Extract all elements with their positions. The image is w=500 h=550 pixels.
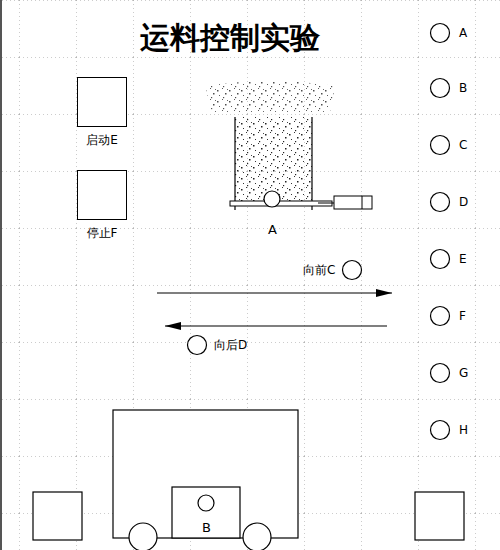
- valve-lamp: [264, 191, 280, 207]
- button-square: [77, 170, 127, 220]
- lamp-node: D: [429, 191, 468, 213]
- wheel: [243, 523, 271, 550]
- corner-box: [33, 492, 82, 540]
- lamp-circle: [186, 334, 208, 356]
- button-square: [77, 77, 127, 127]
- lamp-node: H: [429, 419, 468, 441]
- lamp-label: E: [459, 252, 467, 266]
- lamp-circle: [341, 259, 363, 281]
- backward-arrow: [165, 325, 387, 326]
- lamp-label: G: [459, 366, 468, 380]
- lamp-node: E: [429, 248, 467, 270]
- wheel: [129, 523, 157, 550]
- part-label: B: [202, 520, 211, 535]
- lamp-node: 向前C: [303, 259, 363, 281]
- lamp-circle: [429, 305, 451, 327]
- cart-hatch: [172, 487, 240, 538]
- lamp-circle: [429, 191, 451, 213]
- lamp-node: B: [429, 77, 467, 99]
- button-label: 停止F: [87, 226, 118, 240]
- lamp-label: A: [459, 26, 467, 40]
- button-label: 启动E: [86, 133, 118, 147]
- lamp-circle: [429, 419, 451, 441]
- lamp-node: C: [429, 134, 467, 156]
- cart-lamp: [198, 495, 214, 511]
- lamp-label: 向前C: [303, 263, 335, 277]
- lamp-circle: [429, 248, 451, 270]
- cart-body: [113, 410, 298, 538]
- lamp-node: 向后D: [186, 334, 247, 356]
- lamp-label: D: [459, 195, 468, 209]
- lamp-circle: [429, 362, 451, 384]
- lamp-label: H: [459, 423, 468, 437]
- button-box: 启动E: [77, 77, 127, 147]
- title: 运料控制实验: [140, 20, 320, 56]
- actuator: [334, 196, 372, 209]
- button-box: 停止F: [77, 170, 127, 240]
- lamp-circle: [429, 22, 451, 44]
- lamp-label: 向后D: [214, 338, 247, 352]
- corner-box: [415, 492, 464, 540]
- lamp-node: F: [429, 305, 466, 327]
- part-label: A: [268, 222, 277, 237]
- material-spray: [205, 81, 335, 112]
- lamp-label: F: [459, 309, 466, 323]
- lamp-node: G: [429, 362, 468, 384]
- lamp-circle: [429, 134, 451, 156]
- lamp-label: B: [459, 81, 467, 95]
- lamp-circle: [429, 77, 451, 99]
- hopper-material: [235, 117, 312, 207]
- forward-arrow: [157, 292, 392, 293]
- frame: [0, 0, 2, 550]
- valve-shaft: [230, 201, 332, 206]
- lamp-label: C: [459, 138, 467, 152]
- lamp-node: A: [429, 22, 467, 44]
